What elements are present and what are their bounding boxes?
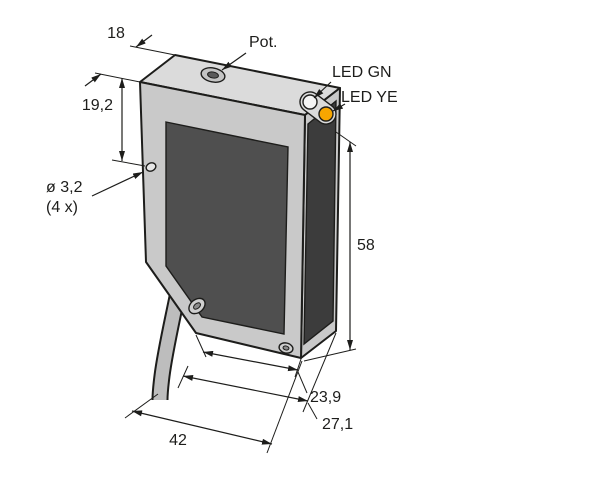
extension-line bbox=[266, 360, 303, 454]
optical-window bbox=[303, 99, 337, 346]
leader-led-gn bbox=[313, 81, 332, 99]
dimension-connector-23-9 bbox=[297, 371, 308, 394]
dimension-line-18-a bbox=[84, 73, 102, 87]
extension-line bbox=[303, 348, 357, 362]
extension-line bbox=[195, 334, 207, 358]
leader-led-ye bbox=[332, 103, 346, 112]
dim-bottom-width-label: 42 bbox=[169, 432, 187, 449]
dim-bottom-mid-label: 27,1 bbox=[322, 416, 353, 433]
mounting-hole-bottom-left bbox=[188, 297, 206, 315]
labels: 18 19,2 Pot. LED GN LED YE ø 3,2 (4 x) 5… bbox=[46, 25, 398, 449]
leader-lines bbox=[91, 52, 346, 197]
dimension-line-27-1 bbox=[182, 375, 309, 402]
cable bbox=[151, 290, 187, 401]
extension-line bbox=[94, 72, 141, 83]
front-panel bbox=[165, 121, 289, 335]
led-ye-label: LED YE bbox=[341, 89, 398, 106]
dim-hole-offset-label: 19,2 bbox=[82, 97, 113, 114]
extension-line bbox=[129, 45, 176, 56]
dim-top-depth-label: 18 bbox=[107, 25, 125, 42]
dimension-line-18-b bbox=[135, 34, 153, 48]
dimension-line-42 bbox=[131, 410, 273, 445]
dim-bottom-inner-label: 23,9 bbox=[310, 389, 341, 406]
hole-count-label: (4 x) bbox=[46, 199, 78, 216]
led-yellow-indicator bbox=[318, 106, 334, 122]
dimension-connector-27-1 bbox=[307, 402, 318, 420]
leader-pot bbox=[221, 52, 247, 71]
extension-line bbox=[294, 358, 302, 378]
pot-label: Pot. bbox=[249, 34, 277, 51]
extension-line bbox=[302, 332, 337, 413]
extension-line bbox=[124, 393, 159, 419]
dim-height-label: 58 bbox=[357, 237, 375, 254]
potentiometer-hole bbox=[200, 67, 226, 83]
hole-dia-label: ø 3,2 bbox=[46, 179, 83, 196]
led-gn-label: LED GN bbox=[332, 64, 392, 81]
dimension-line-23-9 bbox=[202, 350, 299, 372]
sensor-body bbox=[139, 54, 341, 359]
leader-hole-dia bbox=[91, 171, 144, 197]
mounting-hole-top-left bbox=[145, 162, 157, 172]
extension-line bbox=[111, 159, 146, 167]
led-green-indicator bbox=[302, 94, 318, 110]
cable-body bbox=[153, 290, 185, 401]
dimension-lines bbox=[84, 34, 353, 445]
